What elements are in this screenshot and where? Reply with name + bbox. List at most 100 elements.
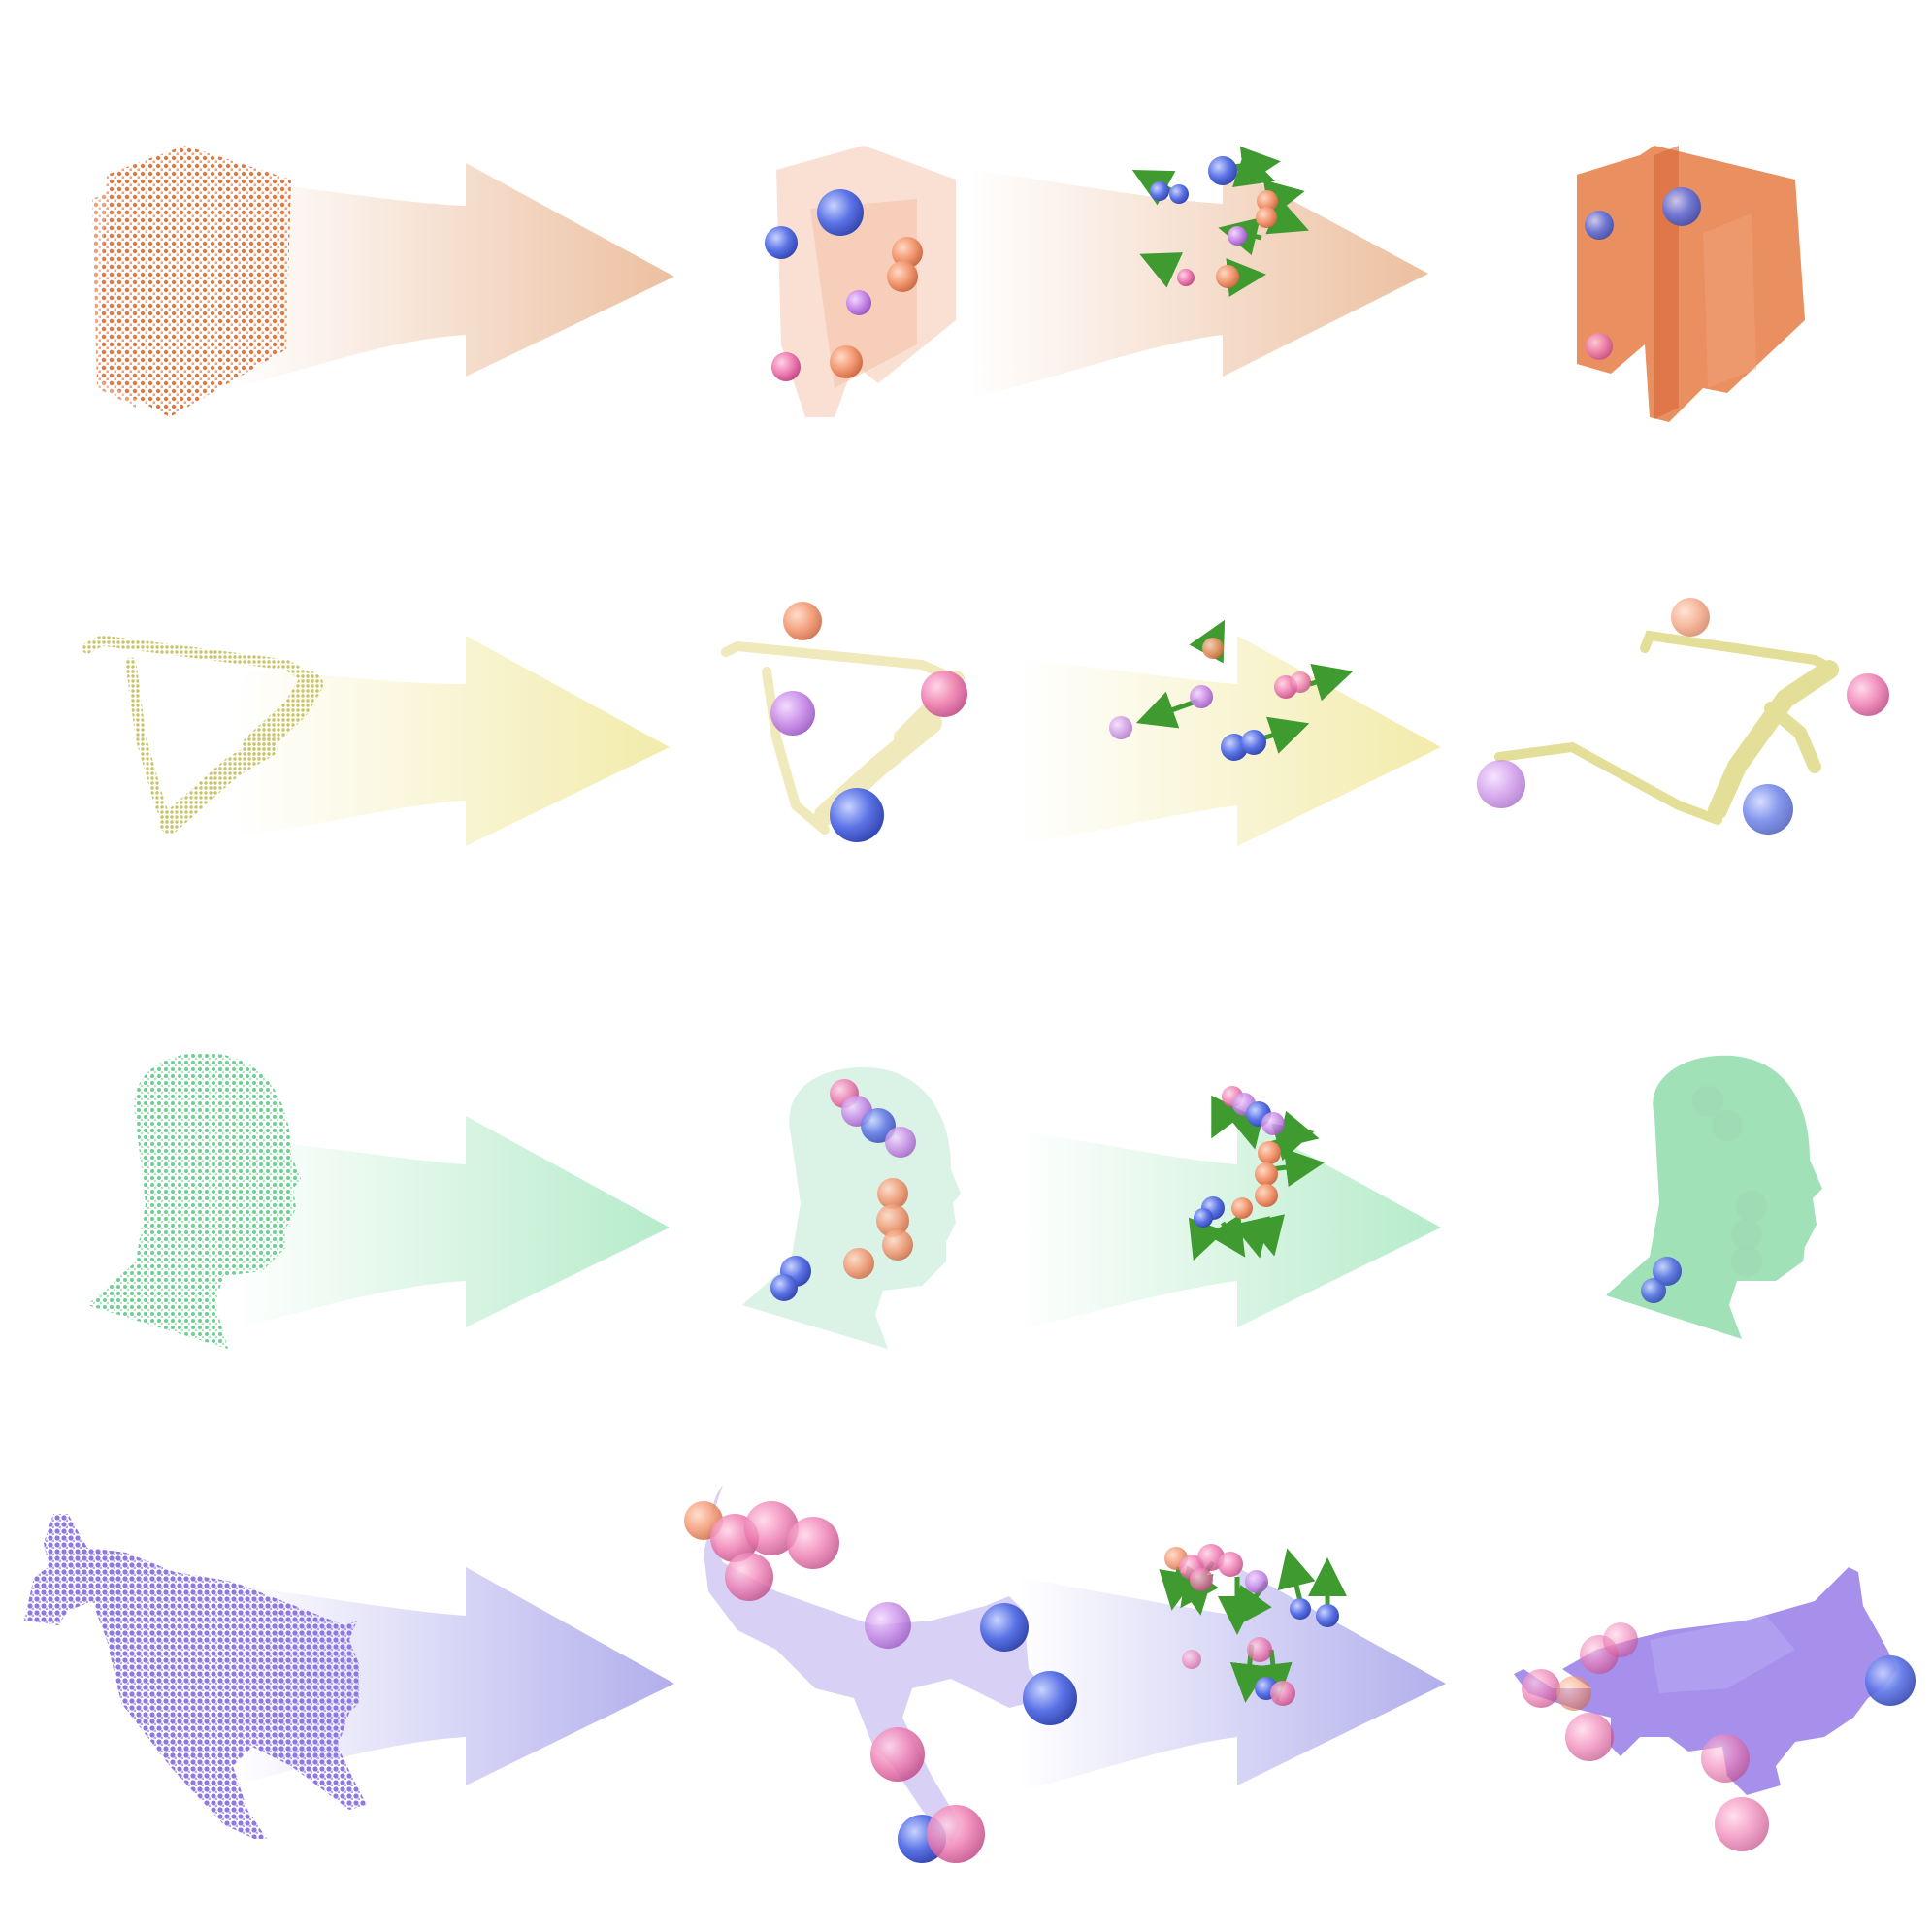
keypoint-sphere <box>1169 184 1189 204</box>
keypoint-sphere <box>1258 1141 1281 1164</box>
keypoint-sphere <box>725 1553 773 1601</box>
keypoint-sphere <box>770 691 815 736</box>
flow-arrow <box>970 163 1428 398</box>
keypoint-sphere <box>861 1108 896 1143</box>
keypoint-sphere <box>1316 1604 1339 1627</box>
flow-arrow <box>233 163 674 388</box>
row-head <box>87 1053 1822 1349</box>
keypoint-sphere <box>770 1274 798 1301</box>
keypoint-sphere <box>1182 1650 1201 1669</box>
keypoint-sphere <box>1522 1669 1560 1708</box>
keypoint-sphere <box>1290 1598 1311 1620</box>
keypoint-sphere <box>1653 1257 1682 1286</box>
keypoint-sphere <box>1261 1112 1285 1135</box>
keypoint-sphere <box>1023 1671 1077 1725</box>
keypoint-sphere <box>1701 1734 1750 1783</box>
input-point-cloud <box>92 146 291 417</box>
keypoint-sphere <box>1865 1655 1916 1706</box>
keypoint-sphere <box>1586 333 1613 360</box>
keypoint-sphere <box>1270 1681 1295 1706</box>
keypoint-sphere <box>1565 1713 1614 1761</box>
keypoint-motion-spheres <box>1150 156 1278 288</box>
keypoint-sphere <box>1662 187 1701 226</box>
keypoint-sphere <box>787 1517 839 1569</box>
keypoint-sphere <box>830 788 884 842</box>
keypoint-sphere <box>887 261 918 292</box>
keypoint-sphere <box>1847 673 1889 716</box>
keypoint-sphere <box>830 345 863 378</box>
keypoint-sphere <box>1231 1197 1253 1219</box>
keypoint-sphere <box>927 1805 985 1863</box>
keypoint-sphere <box>1477 760 1525 808</box>
keypoint-sphere <box>771 352 801 381</box>
keypoint-sphere <box>1731 1219 1762 1250</box>
keypoint-sphere <box>765 226 798 259</box>
input-point-cloud <box>82 635 323 834</box>
keypoint-sphere <box>1712 1110 1743 1141</box>
keypoint-sphere <box>1241 730 1266 755</box>
keypoint-sphere <box>877 1178 908 1209</box>
shape-with-keypoints <box>684 1485 1077 1863</box>
keypoint-sphere <box>870 1727 925 1782</box>
keypoint-sphere <box>1150 181 1169 201</box>
keypoint-sphere <box>817 189 864 236</box>
keypoint-sphere <box>1216 265 1239 288</box>
keypoint-sphere <box>1257 190 1278 212</box>
row-cat <box>24 1485 1916 1863</box>
keypoint-sphere <box>1671 598 1710 637</box>
keypoint-motion-spheres <box>1109 638 1311 761</box>
input-point-cloud <box>87 1053 301 1349</box>
keypoint-sphere <box>1255 1184 1278 1207</box>
keypoint-sphere <box>865 1602 911 1649</box>
input-point-cloud <box>24 1514 367 1839</box>
flow-arrow <box>233 636 670 846</box>
flow-arrow <box>233 1567 674 1785</box>
keypoint-sphere <box>1194 1208 1213 1228</box>
keypoint-sphere <box>892 237 923 268</box>
keypoint-sphere <box>1190 685 1213 708</box>
keypoint-sphere <box>1177 269 1195 286</box>
keypoint-sphere <box>1585 211 1614 240</box>
keypoint-sphere <box>1247 1637 1272 1662</box>
keypoint-sphere <box>1736 1191 1767 1222</box>
row-cabinet <box>92 146 1805 422</box>
shape-keypoint-spheres <box>770 602 967 842</box>
keypoint-sphere <box>1221 734 1248 761</box>
keypoint-motion <box>1131 146 1309 297</box>
keypoint-sphere <box>1290 671 1311 693</box>
deformed-shape <box>1577 146 1805 422</box>
keypoint-sphere <box>1743 784 1793 835</box>
keypoint-sphere <box>744 1501 799 1555</box>
keypoint-sphere <box>980 1603 1029 1652</box>
keypoint-sphere <box>1255 1162 1278 1186</box>
keypoint-sphere <box>843 1248 874 1279</box>
deformed-shape <box>1494 630 1839 825</box>
keypoint-sphere <box>1190 1568 1213 1591</box>
keypoint-sphere <box>1715 1797 1769 1851</box>
keypoint-sphere <box>1245 1570 1268 1593</box>
keypoint-sphere <box>1556 1676 1591 1711</box>
shape-with-keypoints <box>765 146 956 417</box>
row-eyeglasses <box>82 598 1889 846</box>
keypoint-motion-spheres <box>1164 1544 1339 1706</box>
keypoint-sphere <box>885 1127 916 1158</box>
keypoint-sphere <box>876 1204 909 1237</box>
keypoint-sphere <box>1603 1622 1638 1657</box>
deformed-keypoint-spheres <box>1477 598 1889 835</box>
keypoint-sphere <box>1641 1278 1666 1303</box>
keypoint-sphere <box>1202 638 1224 659</box>
keypoint-motion-spheres <box>1194 1086 1285 1228</box>
keypoint-sphere <box>1228 226 1247 246</box>
flow-arrow <box>233 1116 670 1329</box>
shape-with-keypoints <box>742 1067 961 1349</box>
keypoint-sphere <box>1256 207 1277 228</box>
keypoint-sphere <box>846 290 871 315</box>
keypoint-sphere <box>783 602 822 640</box>
flow-arrow <box>1019 1116 1441 1329</box>
keypoint-sphere <box>921 671 967 717</box>
keypoint-sphere <box>1109 716 1132 739</box>
deformed-shape <box>1514 1567 1916 1851</box>
keypoint-sphere <box>1208 156 1237 185</box>
flow-arrow <box>1019 1567 1446 1790</box>
